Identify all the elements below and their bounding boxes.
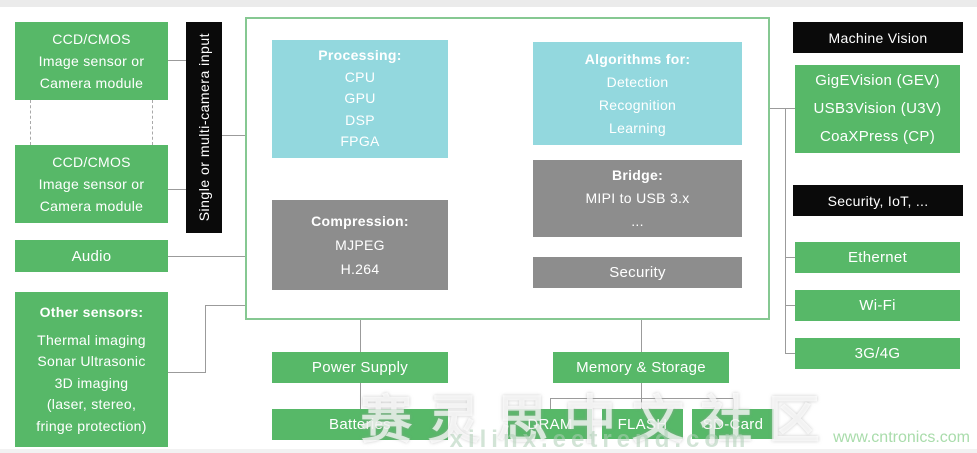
compression-title: Compression:	[311, 213, 409, 229]
camera-module-box-2: CCD/CMOS Image sensor or Camera module	[15, 145, 168, 223]
security-iot-header: Security, IoT, ...	[793, 185, 963, 216]
vision-interface-line: GigEVision (GEV)	[815, 72, 940, 89]
vision-interface-line: USB3Vision (U3V)	[813, 100, 942, 117]
security-label: Security	[609, 264, 666, 281]
memory-storage-box: Memory & Storage	[553, 352, 729, 383]
connector-line	[641, 383, 642, 398]
flash-label: FLASH	[617, 415, 668, 433]
processing-title: Processing:	[318, 47, 402, 64]
wifi-box: Wi-Fi	[795, 290, 960, 321]
connector-line	[733, 398, 734, 409]
connector-line	[222, 135, 245, 136]
connector-line	[205, 305, 206, 373]
sd-card-label: SD-Card	[702, 415, 764, 433]
vision-interfaces-box: GigEVision (GEV) USB3Vision (U3V) CoaXPr…	[795, 65, 960, 153]
compression-line: H.264	[340, 261, 380, 277]
camera-input-bar-label: Single or multi-camera input	[196, 33, 212, 222]
other-sensors-box: Other sensors: Thermal imaging Sonar Ult…	[15, 292, 168, 447]
camera-module-1-line: Camera module	[39, 75, 144, 91]
top-border-strip	[0, 0, 977, 7]
connector-line	[785, 353, 795, 354]
connector-line	[785, 305, 795, 306]
power-supply-box: Power Supply	[272, 352, 448, 383]
dram-label: DRAM	[527, 415, 573, 433]
bridge-box: Bridge: MIPI to USB 3.x ...	[533, 160, 742, 237]
watermark-corner-url: www.cntronics.com	[833, 429, 970, 446]
3g4g-box: 3G/4G	[795, 338, 960, 369]
camera-module-2-line: Image sensor or	[38, 176, 145, 192]
processing-line: GPU	[344, 90, 376, 107]
memory-storage-label: Memory & Storage	[576, 359, 706, 376]
compression-box: Compression: MJPEG H.264	[272, 200, 448, 290]
camera-input-bar: Single or multi-camera input	[186, 22, 222, 233]
machine-vision-header: Machine Vision	[793, 22, 963, 53]
processing-line: DSP	[345, 111, 375, 128]
connector-line	[168, 189, 186, 190]
connector-line	[770, 108, 795, 109]
algorithms-box: Algorithms for: Detection Recognition Le…	[533, 42, 742, 145]
other-sensors-line: Sonar Ultrasonic	[37, 353, 146, 369]
security-iot-label: Security, IoT, ...	[827, 192, 929, 209]
other-sensors-line: 3D imaging	[54, 374, 129, 391]
connector-line	[360, 320, 361, 352]
batteries-box: Batteries	[272, 409, 448, 440]
connector-line	[168, 372, 206, 373]
power-supply-label: Power Supply	[311, 359, 409, 376]
vision-interface-line: CoaXPress (CP)	[819, 128, 936, 145]
compression-line: MJPEG	[335, 237, 385, 253]
sd-card-box: SD-Card	[692, 409, 774, 439]
other-sensors-title: Other sensors:	[39, 304, 144, 320]
wifi-label: Wi-Fi	[859, 297, 896, 314]
3g4g-label: 3G/4G	[854, 345, 901, 362]
connector-line	[168, 256, 245, 257]
other-sensors-line: Thermal imaging	[37, 331, 146, 348]
bottom-border-strip	[0, 449, 977, 453]
ethernet-box: Ethernet	[795, 242, 960, 273]
batteries-label: Batteries	[329, 416, 391, 433]
processing-line: CPU	[344, 68, 376, 85]
algorithms-title: Algorithms for:	[584, 50, 691, 67]
connector-line	[785, 257, 795, 258]
connector-line	[168, 60, 186, 61]
flash-box: FLASH	[602, 409, 683, 439]
connector-line	[550, 398, 551, 409]
camera-module-1-line: CCD/CMOS	[52, 31, 131, 47]
dashed-connector	[152, 100, 153, 145]
camera-module-1-line: Image sensor or	[38, 53, 145, 69]
connector-line	[641, 320, 642, 352]
processing-box: Processing: CPU GPU DSP FPGA	[272, 40, 448, 158]
bridge-title: Bridge:	[611, 167, 664, 183]
audio-box: Audio	[15, 240, 168, 272]
dashed-connector	[30, 100, 31, 145]
ethernet-label: Ethernet	[847, 249, 908, 266]
connector-line	[641, 398, 642, 409]
connector-line	[785, 108, 786, 353]
security-box: Security	[533, 257, 742, 288]
connector-line	[360, 383, 361, 409]
bridge-line: MIPI to USB 3.x	[585, 190, 690, 206]
dram-box: DRAM	[508, 409, 592, 439]
algorithms-line: Learning	[609, 119, 666, 136]
camera-module-box-1: CCD/CMOS Image sensor or Camera module	[15, 22, 168, 100]
connector-line	[205, 305, 245, 306]
bridge-line: ...	[631, 213, 644, 229]
algorithms-line: Detection	[606, 73, 669, 90]
other-sensors-line: fringe protection)	[36, 417, 147, 434]
audio-label: Audio	[71, 247, 112, 265]
camera-module-2-line: CCD/CMOS	[52, 154, 131, 170]
algorithms-line: Recognition	[598, 96, 677, 113]
other-sensors-line: (laser, stereo,	[46, 396, 137, 412]
camera-module-2-line: Camera module	[39, 198, 144, 214]
processing-line: FPGA	[340, 133, 380, 150]
machine-vision-label: Machine Vision	[828, 29, 928, 46]
connector-line	[550, 398, 734, 399]
